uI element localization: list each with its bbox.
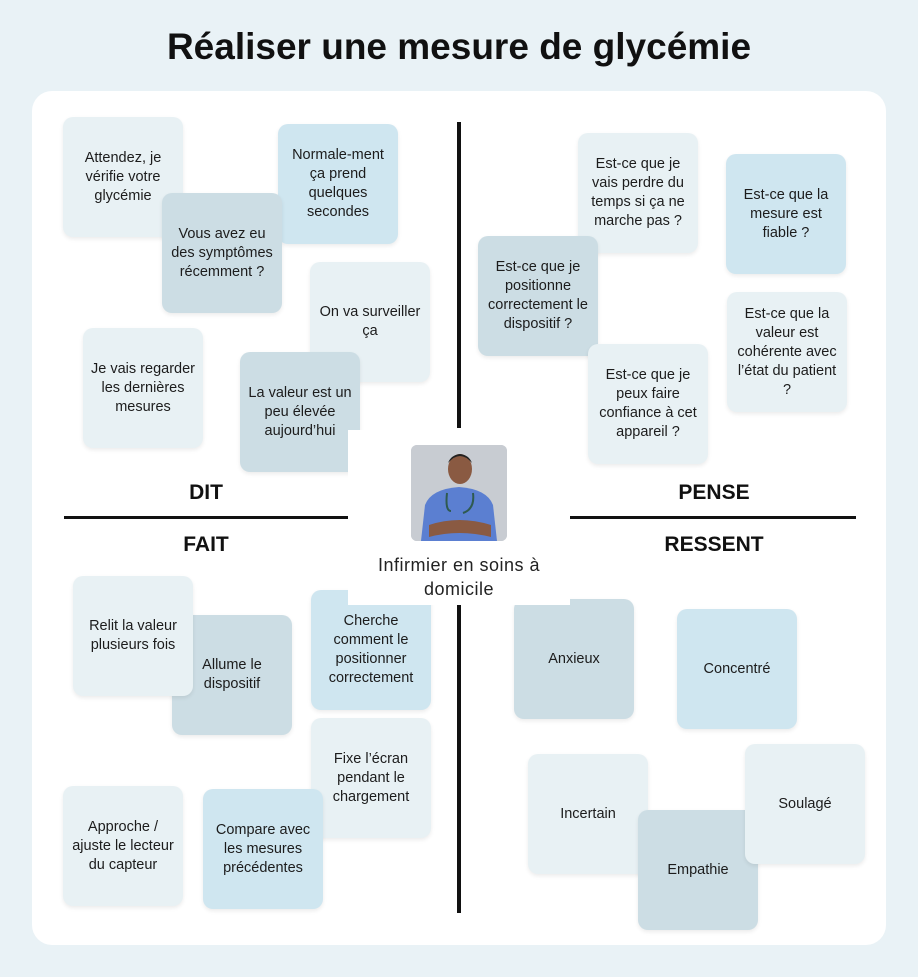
ressent-note: Incertain [528,754,648,874]
fait-note: Fixe l’écran pendant le chargement [311,718,431,838]
quadrant-label-ressent: RESSENT [664,533,764,556]
ressent-note: Concentré [677,609,797,729]
page-title: Réaliser une mesure de glycémie [166,26,752,67]
pense-note: Est-ce que la mesure est fiable ? [726,154,846,274]
ressent-note: Soulagé [745,744,865,864]
persona-photo [411,445,507,541]
quadrant-label-fait: FAIT [183,533,229,556]
dit-note: Vous avez eu des symptômes récemment ? [162,193,282,313]
ressent-note: Empathie [638,810,758,930]
ressent-note: Anxieux [514,599,634,719]
fait-note: Relit la valeur plusieurs fois [73,576,193,696]
persona-block: Infirmier en soins à domicile [348,430,570,605]
dit-note: La valeur est un peu élevée aujourd’hui [240,352,360,472]
pense-note: Est-ce que je peux faire confiance à cet… [588,344,708,464]
vertical-divider-bottom [457,605,461,913]
horizontal-divider-left [64,516,348,519]
quadrant-label-pense: PENSE [678,481,750,504]
fait-note: Compare avec les mesures précédentes [203,789,323,909]
vertical-divider-top [457,122,461,428]
pense-note: Est-ce que je positionne correctement le… [478,236,598,356]
horizontal-divider-right [570,516,856,519]
dit-note: Normale-ment ça prend quelques secondes [278,124,398,244]
dit-note: Je vais regarder les dernières mesures [83,328,203,448]
fait-note: Cherche comment le positionner correctem… [311,590,431,710]
persona-name: Infirmier en soins à domicile [377,555,541,599]
quadrant-label-dit: DIT [189,481,223,504]
pense-note: Est-ce que je vais perdre du temps si ça… [578,133,698,253]
pense-note: Est-ce que la valeur est cohérente avec … [727,292,847,412]
fait-note: Approche / ajuste le lecteur du capteur [63,786,183,906]
